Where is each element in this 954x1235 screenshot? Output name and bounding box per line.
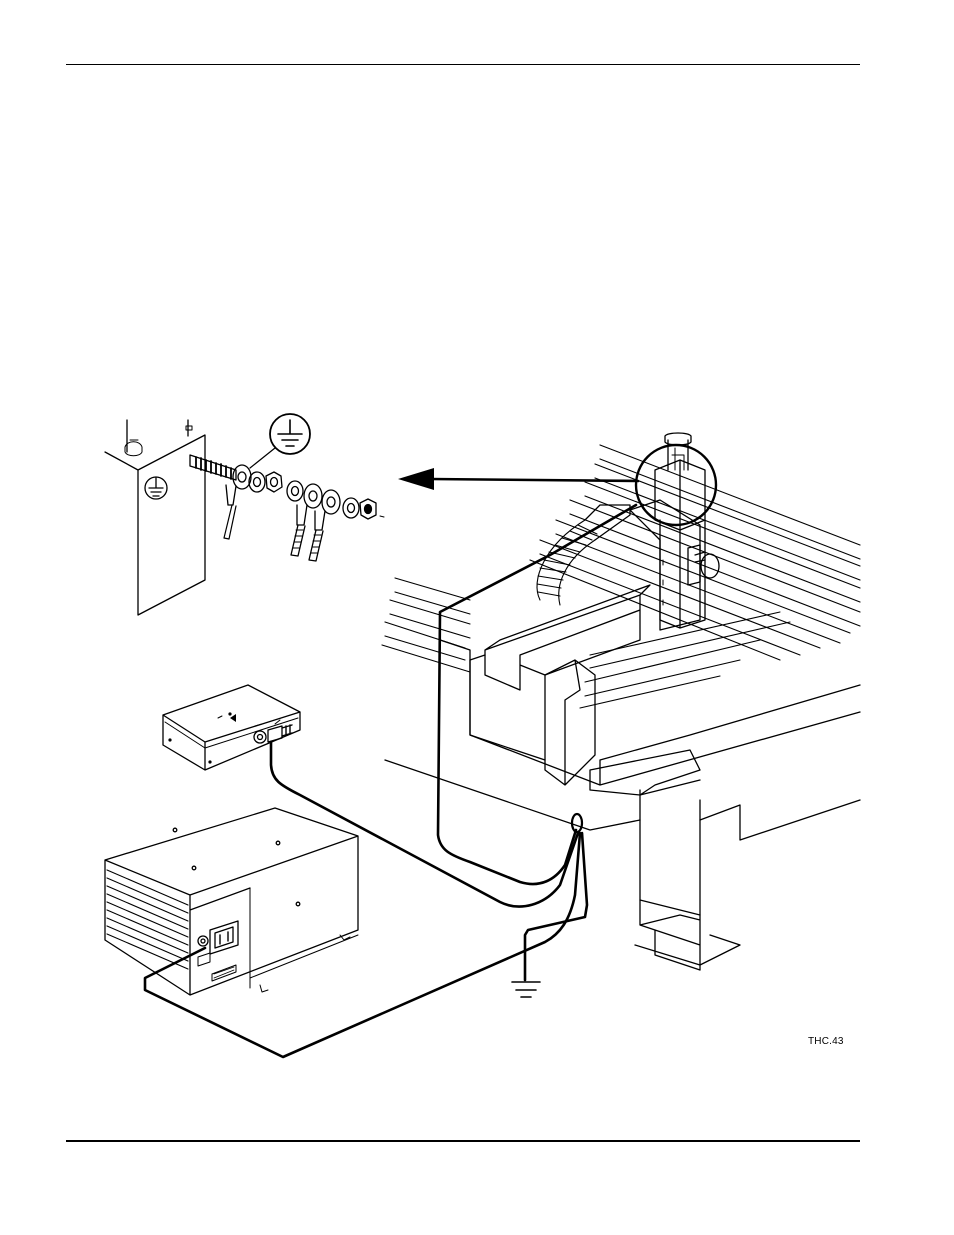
table-slats	[381, 444, 861, 709]
top-rule	[66, 64, 860, 65]
pointer-arrow-icon	[398, 468, 640, 490]
ring-lug	[223, 464, 252, 540]
star-washer	[248, 471, 266, 493]
ground-cables	[143, 503, 638, 1059]
torch-lifter	[654, 432, 706, 629]
ring-lug-cable	[308, 489, 341, 562]
hex-nut	[359, 498, 377, 520]
earth-ground-icon	[511, 981, 541, 998]
cable-ring	[570, 812, 584, 834]
table-side-rail	[589, 749, 701, 796]
gantry-beam	[484, 584, 651, 691]
ground-terminal-icon	[144, 476, 168, 500]
enclosure-panel	[104, 419, 206, 616]
ground-stud-detail	[104, 413, 385, 616]
ground-point-highlight	[634, 443, 718, 527]
cutting-table	[381, 444, 861, 971]
power-inlet	[209, 920, 239, 955]
threaded-stud	[189, 454, 237, 481]
flat-washer	[286, 480, 304, 502]
figure-code: THC.43	[808, 1036, 844, 1047]
bottom-rule	[66, 1140, 860, 1142]
ring-lug-cable	[290, 483, 323, 557]
table-leg	[634, 789, 741, 971]
hex-nut	[265, 471, 283, 493]
ground-symbol-icon	[249, 413, 311, 469]
flat-washer	[342, 497, 360, 519]
table-frame	[384, 639, 861, 841]
interface-module	[162, 684, 301, 771]
gantry-end-carriage	[544, 659, 596, 786]
control-unit	[104, 807, 359, 996]
